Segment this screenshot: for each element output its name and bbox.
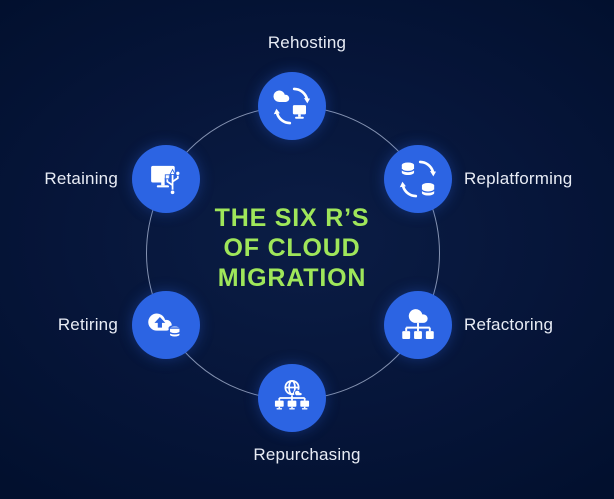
label-refactoring: Refactoring <box>464 315 554 334</box>
page-title: THE SIX R’S OF CLOUD MIGRATION <box>142 203 442 293</box>
node-replatforming <box>384 145 452 213</box>
globe-network-icon <box>274 379 310 410</box>
label-repurchasing: Repurchasing <box>253 445 361 464</box>
node-retiring <box>132 291 200 359</box>
label-retiring: Retiring <box>57 315 118 334</box>
title-line-1: THE SIX R’S <box>214 204 370 232</box>
node-repurchasing <box>258 364 326 432</box>
monitor-usb-icon <box>151 165 181 196</box>
node-refactoring <box>384 291 452 359</box>
label-retaining: Retaining <box>44 169 118 188</box>
cloud-network-icon <box>402 309 434 339</box>
cloud-upload-database-icon <box>148 313 181 339</box>
title-line-3: MIGRATION <box>217 264 367 292</box>
database-sync-icon <box>399 160 437 198</box>
node-rehosting <box>258 72 326 140</box>
label-replatforming: Replatforming <box>464 169 573 188</box>
node-retaining <box>132 145 200 213</box>
label-rehosting: Rehosting <box>267 33 347 52</box>
cloud-monitor-sync-icon <box>273 87 311 125</box>
title-line-2: OF CLOUD <box>223 234 361 262</box>
